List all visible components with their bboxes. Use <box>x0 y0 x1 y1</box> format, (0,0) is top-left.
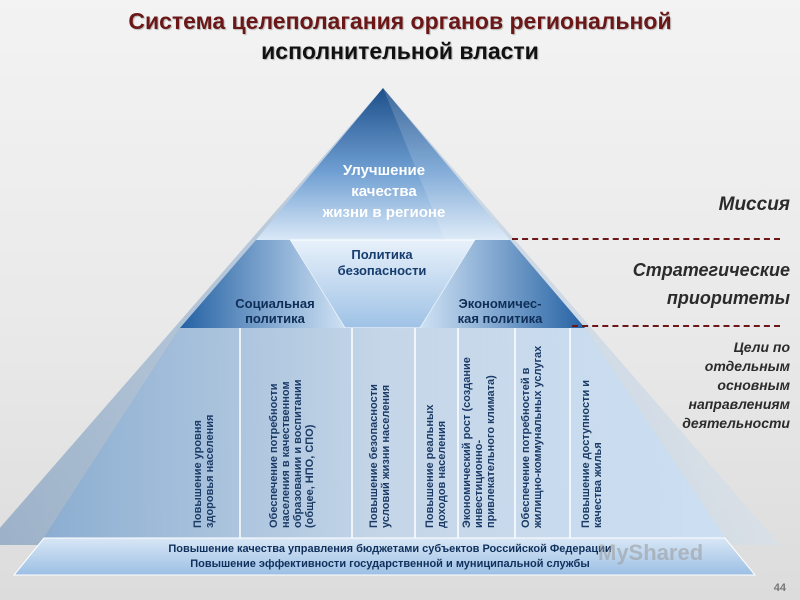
goal-income: Повышение реальных доходов населения <box>424 404 448 528</box>
social-policy-section <box>180 240 345 328</box>
priorities-label: Стратегические приоритеты <box>633 256 790 312</box>
economic-policy-line-1: Экономичес- <box>458 296 542 311</box>
economic-policy-line-2: кая политика <box>457 311 543 326</box>
goals-label: Цели по отдельным основным направлениям … <box>682 338 790 433</box>
watermark: MyShared <box>598 540 704 565</box>
mission-divider <box>512 238 780 240</box>
goal-utilities: Обеспечение потребностей в жилищно-комму… <box>520 345 544 528</box>
social-policy-label: Социальная политика <box>210 296 340 326</box>
base-line-1: Повышение качества управления бюджетами … <box>168 543 612 555</box>
goals-line-2: отдельным <box>704 358 790 374</box>
economic-policy-section <box>420 240 585 328</box>
goal-housing: Повышение доступности и качества жилья <box>580 379 604 528</box>
security-policy-line-2: безопасности <box>337 263 427 278</box>
apex-line-2: качества <box>351 183 417 200</box>
goal-education: Обеспечение потребности населения в каче… <box>268 379 316 528</box>
apex-section <box>256 88 510 240</box>
priorities-line-2: приоритеты <box>666 288 790 308</box>
social-policy-line-2: политика <box>245 311 305 326</box>
base-line-2: Повышение эффективности государственной … <box>190 558 590 570</box>
base-bar <box>12 537 757 576</box>
title-line-1: Система целеполагания органов региональн… <box>128 8 672 34</box>
base-text: Повышение качества управления бюджетами … <box>60 542 720 572</box>
security-policy-label: Политика безопасности <box>312 247 452 279</box>
goals-line-5: деятельности <box>682 415 790 431</box>
apex-line-1: Улучшение <box>342 162 426 179</box>
goal-safety: Повышение безопасности условий жизни нас… <box>368 384 392 528</box>
apex-text: Улучшение качества жизни в регионе <box>300 160 468 223</box>
slide-title: Система целеполагания органов региональн… <box>0 6 800 66</box>
goal-economic-growth: Экономический рост (создание инвестицион… <box>461 357 497 528</box>
apex-line-3: жизни в регионе <box>322 204 446 221</box>
page-number: 44 <box>773 582 786 594</box>
priorities-line-1: Стратегические <box>632 260 790 280</box>
goals-line-1: Цели по <box>733 339 790 355</box>
mission-label: Миссия <box>718 194 790 215</box>
goals-line-4: направлениям <box>688 396 790 412</box>
title-line-2: исполнительной власти <box>261 38 539 64</box>
priorities-divider <box>572 325 780 327</box>
economic-policy-label: Экономичес- кая политика <box>430 296 570 326</box>
social-policy-line-1: Социальная <box>235 296 315 311</box>
security-policy-line-1: Политика <box>351 247 413 262</box>
goals-line-3: основным <box>717 377 790 393</box>
goal-health: Повышение уровня здоровья населения <box>192 414 216 528</box>
